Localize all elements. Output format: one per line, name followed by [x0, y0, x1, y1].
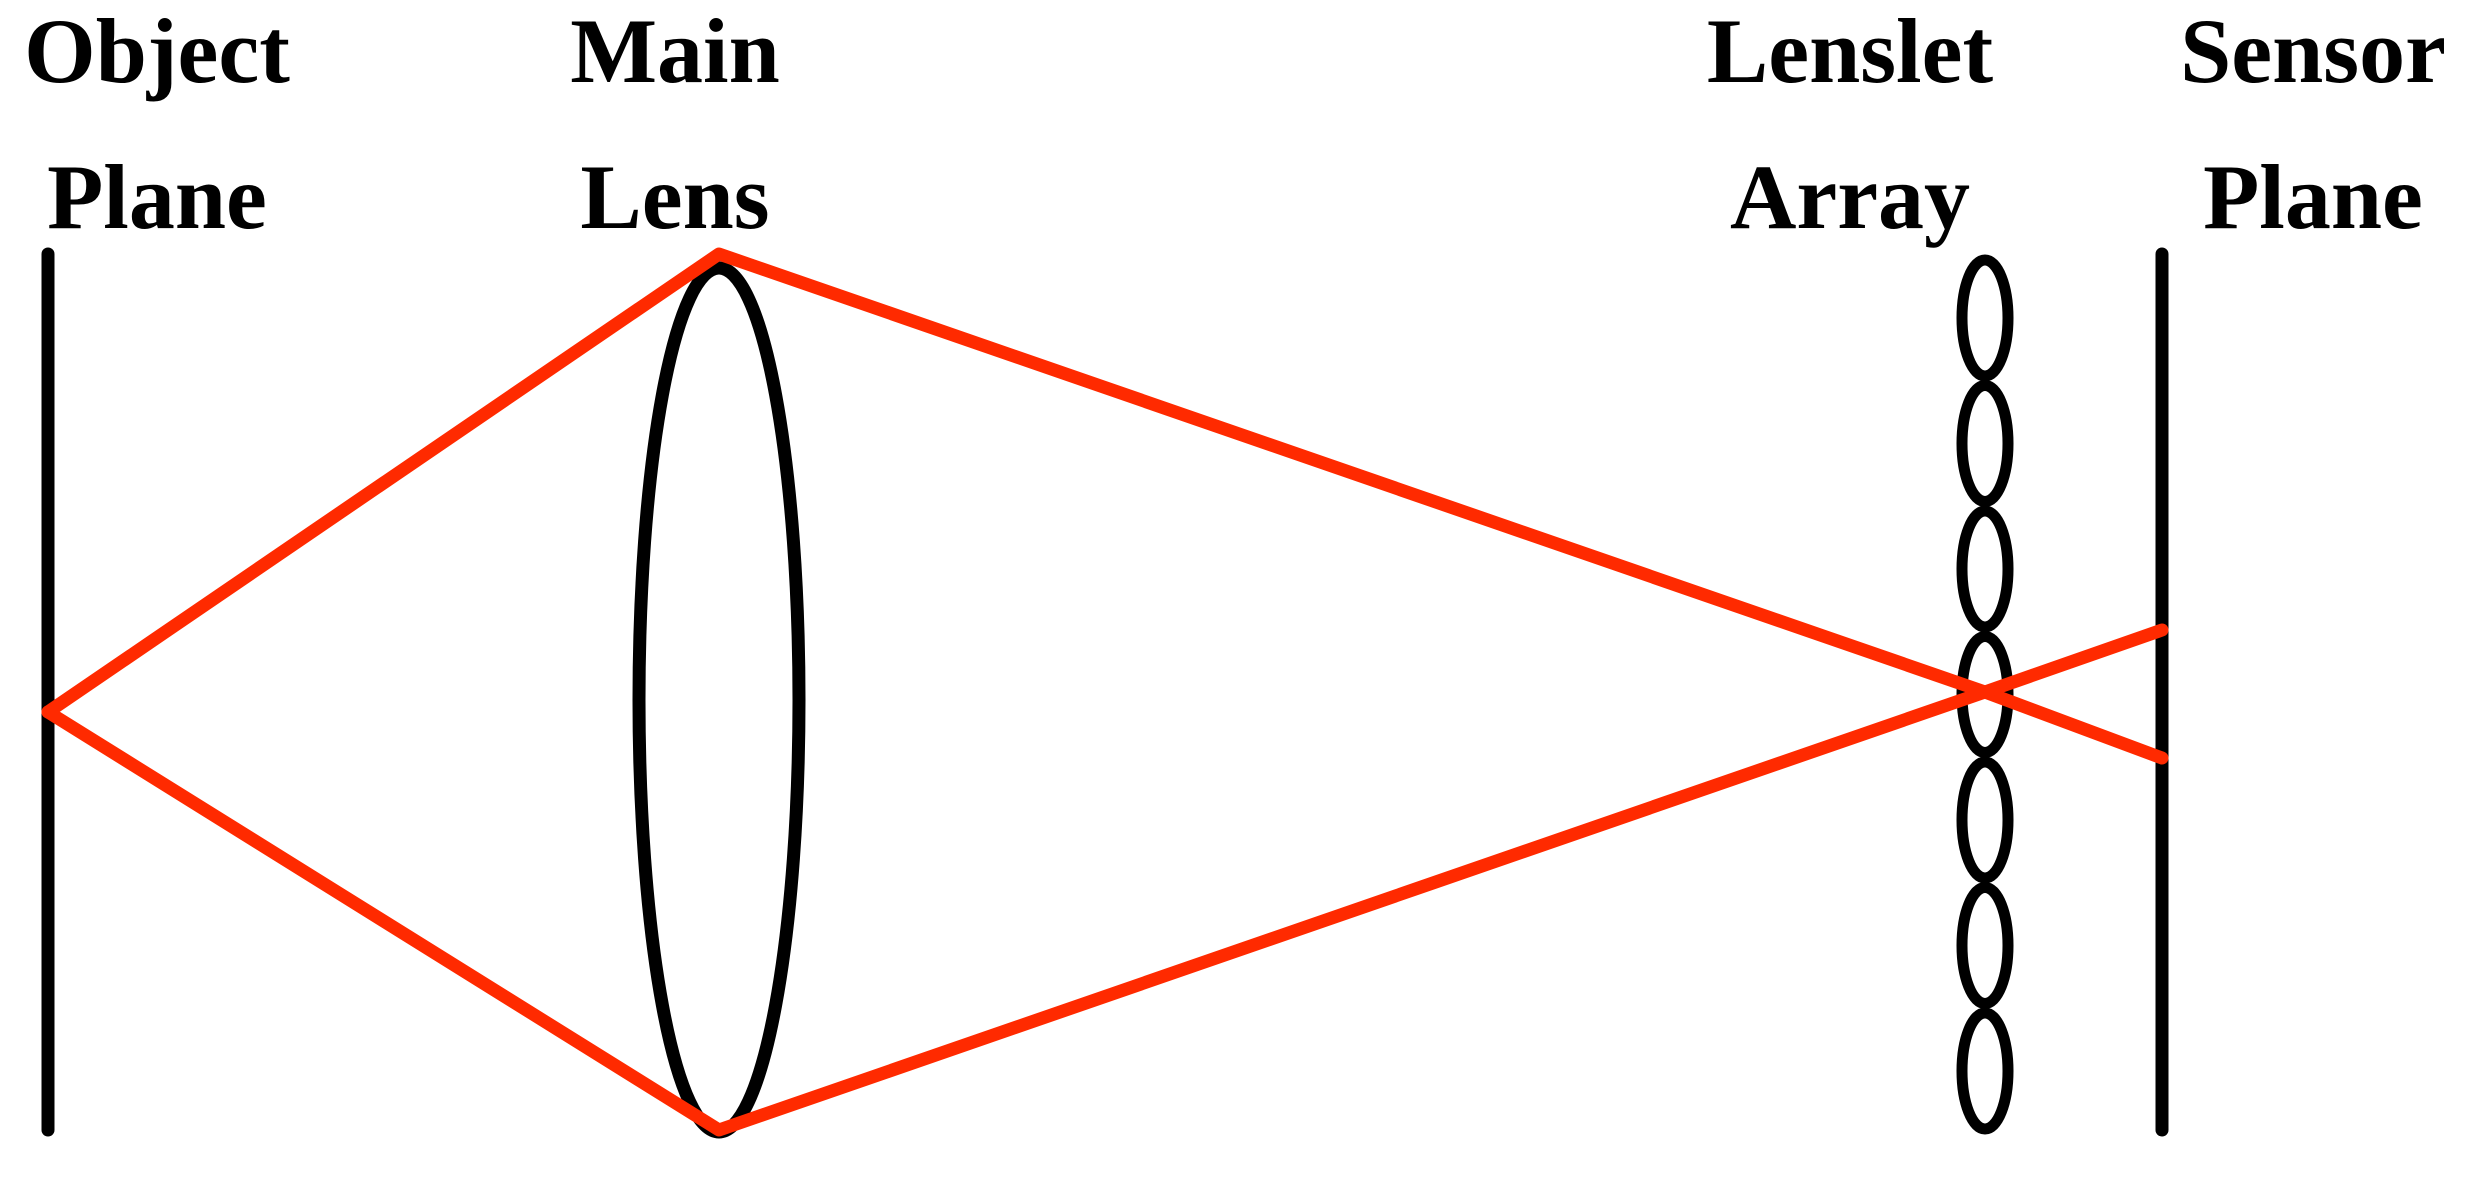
lenslet-array-label-line2: Array: [1730, 146, 1970, 248]
sensor-plane-label: Sensor Plane: [2180, 0, 2446, 248]
sensor-plane-label-line1: Sensor: [2180, 0, 2446, 102]
object-plane-label-line2: Plane: [47, 146, 267, 248]
main-lens-label: Main Lens: [570, 0, 780, 248]
object-plane-label-line1: Object: [24, 0, 290, 102]
lenslet-5: [1956, 756, 2014, 884]
lenslet-1: [1956, 254, 2014, 382]
ray-upper: [41, 247, 2169, 765]
lenslet-2: [1956, 380, 2014, 507]
object-plane-label: Object Plane: [24, 0, 290, 248]
lenslet-3: [1956, 505, 2014, 633]
ray-lower: [41, 623, 2169, 1137]
main-lens-label-line1: Main: [570, 0, 780, 102]
lenslet-array-label: Lenslet Array: [1707, 0, 1994, 248]
lenslet-6: [1956, 882, 2014, 1009]
main-lens: [632, 261, 806, 1139]
sensor-plane-label-line2: Plane: [2203, 146, 2423, 248]
lenslet-array-label-line1: Lenslet: [1707, 0, 1994, 102]
lenslet-7: [1956, 1007, 2014, 1135]
main-lens-label-line2: Lens: [580, 146, 769, 248]
